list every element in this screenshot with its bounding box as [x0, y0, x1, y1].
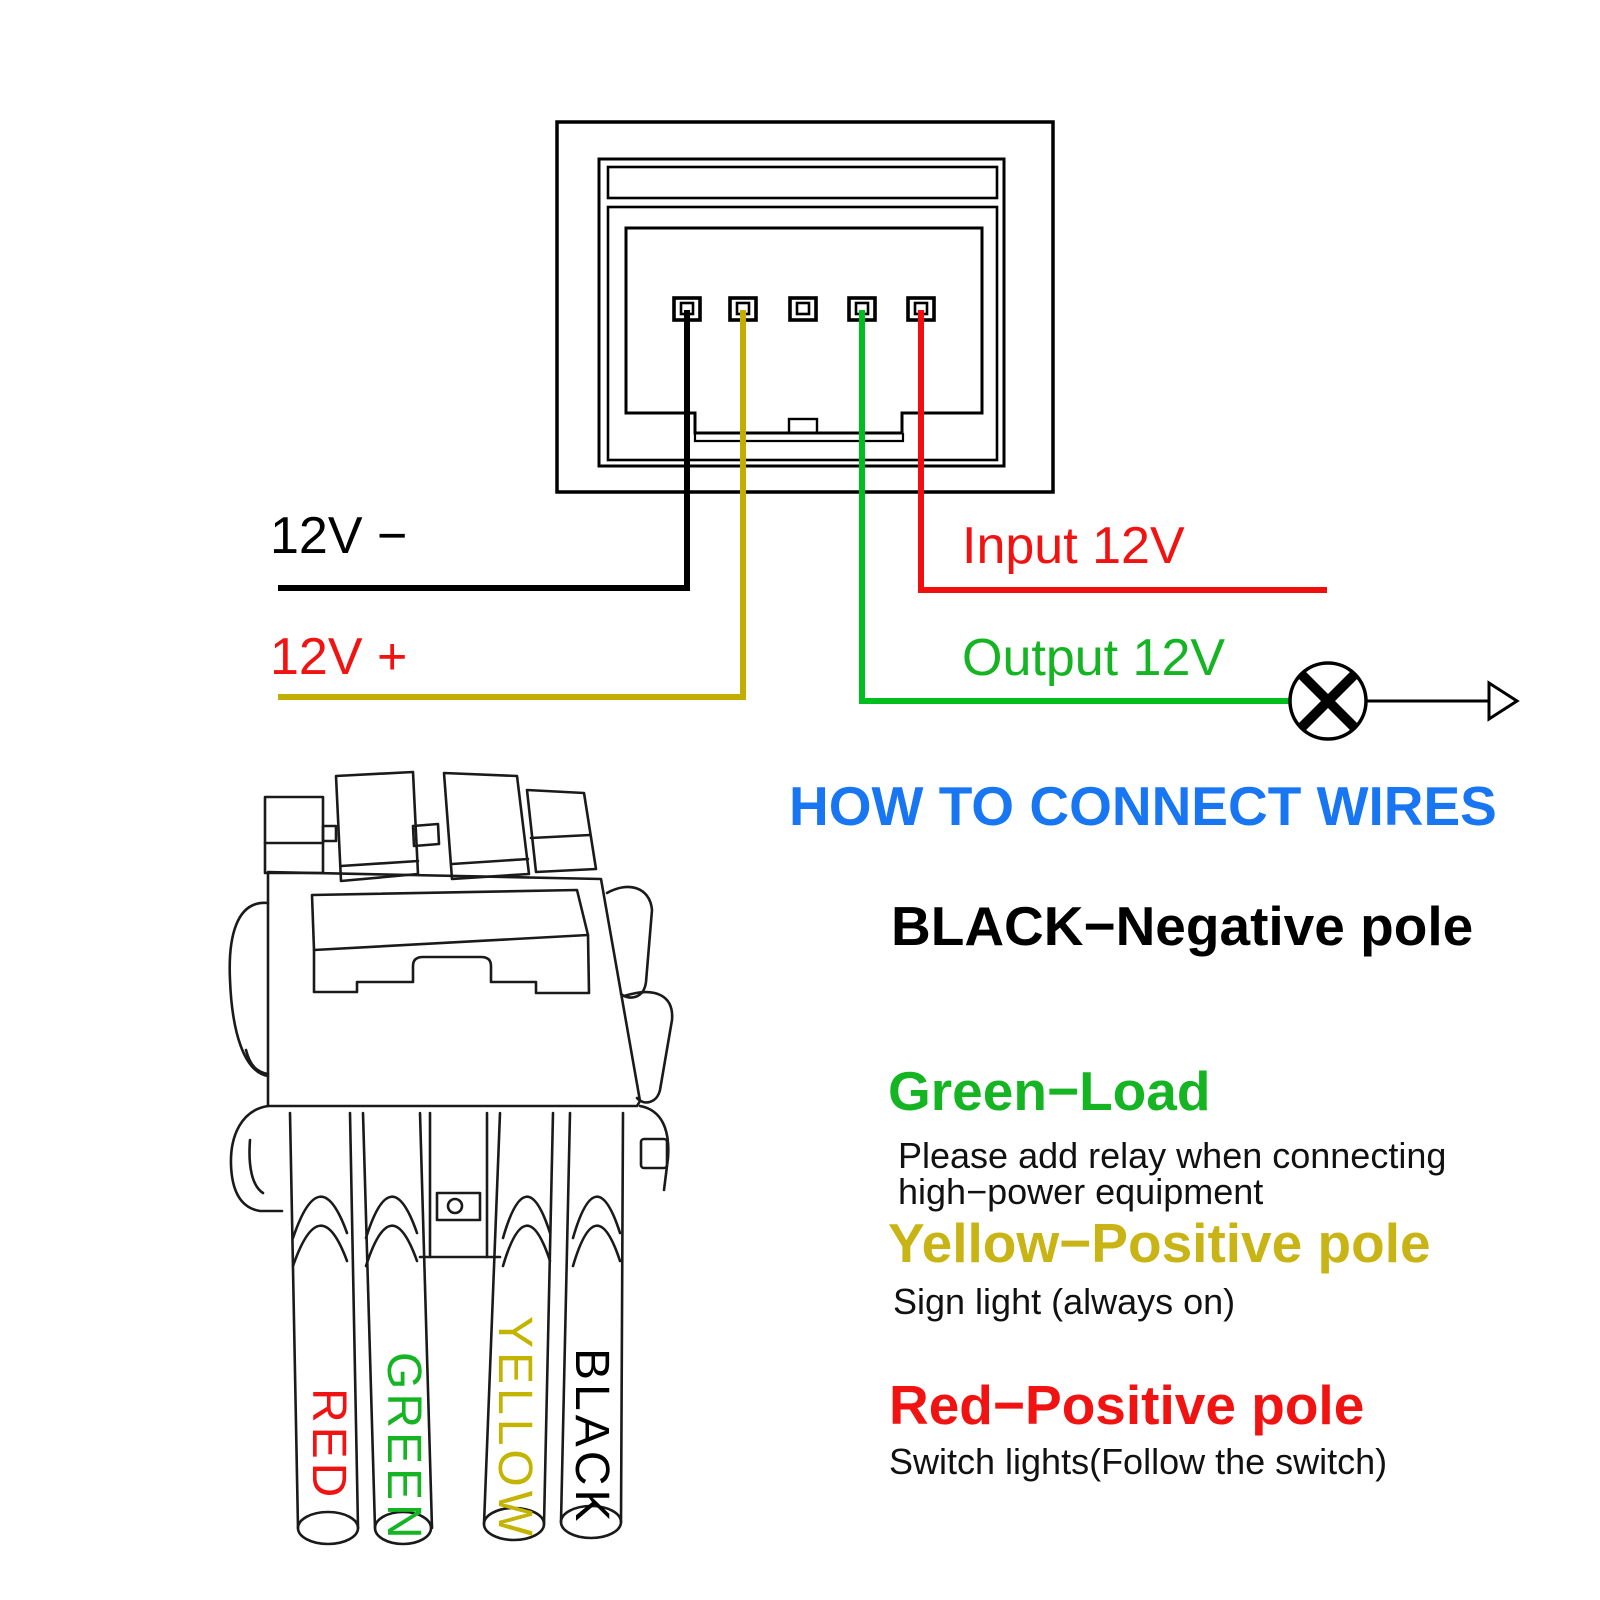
legend-yellow-note: Sign light (always on) — [893, 1281, 1236, 1322]
plug-tab-b — [442, 771, 531, 881]
plug-tab-small — [263, 795, 325, 875]
legend-red-note: Switch lights(Follow the switch) — [889, 1441, 1388, 1482]
legend-black-heading: BLACK−Negative pole — [891, 895, 1474, 957]
pin-housing-tray — [693, 433, 905, 443]
pin-housing — [624, 226, 984, 435]
sleeve-label-yellow: YELLOW — [488, 1316, 541, 1541]
plug-tab-c — [525, 788, 598, 874]
latch-detail-circle — [446, 1197, 464, 1215]
page-title: HOW TO CONNECT WIRES — [789, 775, 1497, 837]
pin-housing-tab — [787, 417, 819, 435]
arrow-icon — [1366, 680, 1520, 722]
legend-red-heading: Red−Positive pole — [889, 1374, 1365, 1436]
plug-rocker-front — [312, 933, 591, 995]
connector-inner-panel — [606, 205, 999, 462]
sleeve-yellow — [482, 1111, 555, 1542]
sleeve-label-black: BLACK — [565, 1348, 618, 1526]
plug-body — [266, 870, 642, 1108]
connector-top-slot — [606, 165, 999, 200]
wire-red — [918, 310, 1327, 593]
legend-green-note-line1: Please add relay when connecting — [898, 1135, 1447, 1176]
connector-frame — [597, 157, 1006, 468]
legend-green-heading: Green−Load — [888, 1060, 1211, 1122]
plug-rocker-top — [310, 888, 590, 952]
wire-black — [278, 310, 690, 591]
wire-green — [859, 310, 1291, 704]
legend-green-note-line2: high−power equipment — [898, 1171, 1264, 1212]
sleeve-red — [288, 1111, 360, 1546]
sleeve-label-green: GREEN — [377, 1352, 430, 1543]
wire-yellow — [278, 310, 746, 700]
sleeve-black — [559, 1111, 625, 1540]
latch-detail-box — [435, 1191, 482, 1222]
lamp-icon — [1288, 661, 1368, 741]
sleeve-green — [361, 1111, 434, 1546]
connector-back-view — [555, 120, 1055, 494]
label-12v-negative: 12V − — [270, 507, 408, 565]
label-output-12v: Output 12V — [962, 629, 1226, 687]
sleeve-label-red: RED — [302, 1388, 355, 1502]
legend-yellow-heading: Yellow−Positive pole — [888, 1212, 1431, 1274]
switch-plug-illustration — [228, 770, 674, 1546]
label-input-12v: Input 12V — [962, 517, 1185, 575]
label-12v-positive: 12V + — [270, 628, 408, 686]
connector-outline — [555, 120, 1055, 494]
pin-3 — [788, 296, 818, 322]
